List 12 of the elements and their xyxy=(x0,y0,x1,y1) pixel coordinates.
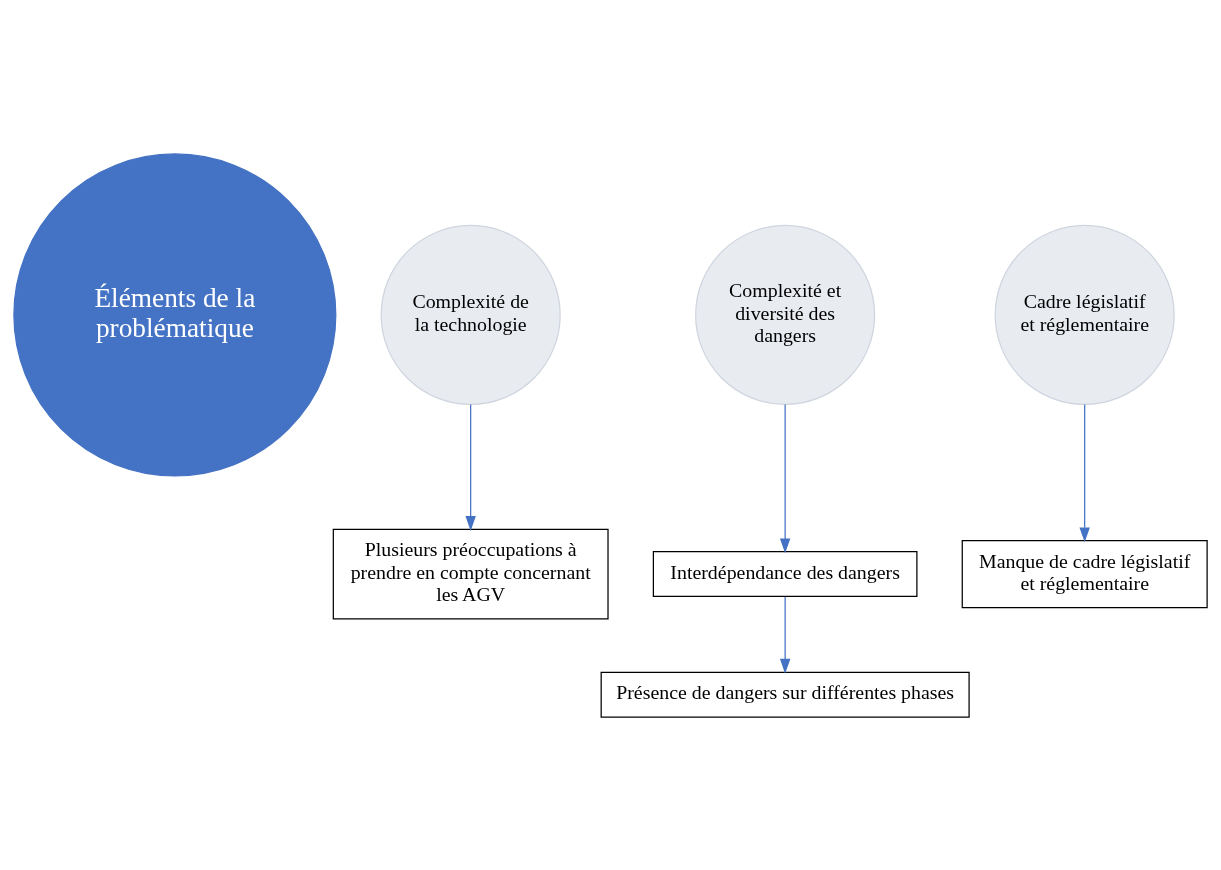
arrow xyxy=(779,403,791,553)
node-circle: Éléments de la problématique xyxy=(13,152,337,476)
node-box: Manque de cadre législatif et réglementaire xyxy=(961,539,1208,608)
node-box: Interdépendance des dangers xyxy=(652,550,918,597)
arrow xyxy=(465,403,476,531)
node-circle: Cadre législatif et réglementaire xyxy=(994,224,1175,405)
arrow xyxy=(1079,403,1090,542)
node-circle: Complexité de la technologie xyxy=(380,224,561,405)
node-box: Présence de dangers sur différentes phases xyxy=(600,671,970,718)
node-box: Plusieurs préoccupations à prendre en compte concernant les AGV xyxy=(332,528,609,619)
arrow xyxy=(779,595,791,674)
node-circle: Complexité et diversité des dangers xyxy=(695,224,876,405)
